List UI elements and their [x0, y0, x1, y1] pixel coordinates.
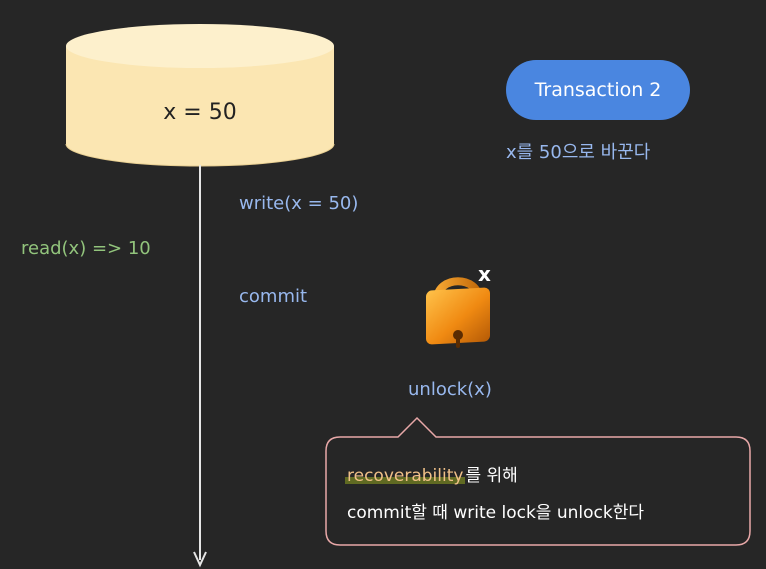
database-value-label: x = 50	[163, 100, 237, 125]
commit-operation: commit	[239, 286, 308, 307]
read-operation: read(x) => 10	[21, 238, 151, 259]
note-line-2: commit할 때 write lock을 unlock한다	[347, 503, 644, 523]
database-cylinder	[65, 24, 335, 167]
recoverability-highlight: recoverability	[345, 466, 466, 486]
transaction-pill: Transaction 2	[506, 60, 690, 120]
note-line-1-rest: 를 위해	[465, 466, 518, 486]
padlock-icon	[426, 277, 490, 348]
timeline-arrow	[193, 165, 207, 568]
note-callout	[325, 416, 751, 546]
transaction-subtitle: x를 50으로 바꾼다	[506, 142, 651, 163]
lock-x-mark: x	[478, 262, 491, 286]
unlock-operation: unlock(x)	[408, 379, 492, 400]
write-operation: write(x = 50)	[239, 193, 359, 214]
transaction-pill-label: Transaction 2	[534, 79, 662, 101]
